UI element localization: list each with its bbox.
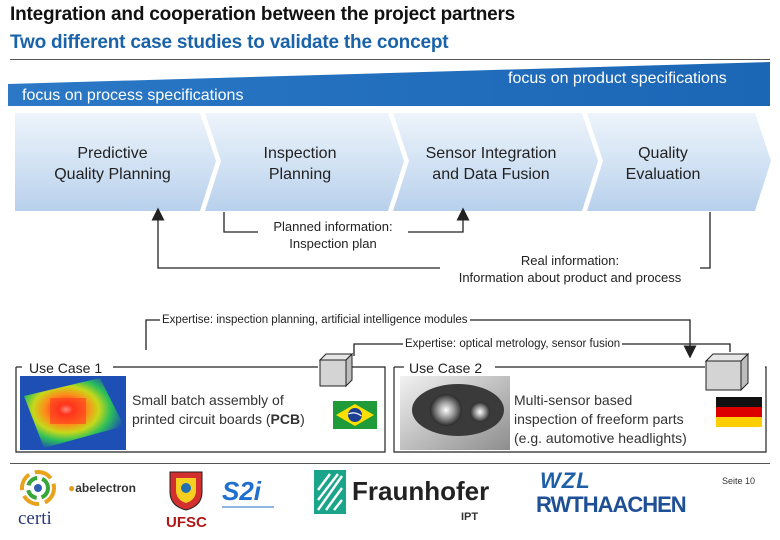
use-case-2-title: Use Case 2 xyxy=(406,360,486,376)
s2i-logo: S2i xyxy=(222,476,262,506)
pcb-thermal-image xyxy=(20,376,126,450)
page-number: Seite 10 xyxy=(722,476,756,486)
real-information-label: Real information:Information about produ… xyxy=(440,252,700,286)
rwth-aachen-logo: RWTHAACHEN xyxy=(536,492,687,517)
expertise-right-label: Expertise: optical metrology, sensor fus… xyxy=(403,338,623,350)
certi-logo-text: certi xyxy=(18,508,52,529)
fraunhofer-logo-text: Fraunhofer xyxy=(352,476,490,506)
page-title: Integration and cooperation between the … xyxy=(10,4,516,25)
use-case-1-description: Small batch assembly of printed circuit … xyxy=(132,392,305,427)
focus-band xyxy=(8,62,770,106)
process-focus-label: focus on process specifications xyxy=(22,87,244,104)
fraunhofer-logo-icon xyxy=(314,470,346,514)
use-case-2-description: Multi-sensor based inspection of freefor… xyxy=(514,392,687,446)
ufsc-logo-text: UFSC xyxy=(166,514,207,531)
expertise-left-label: Expertise: inspection planning, artifici… xyxy=(160,314,470,326)
header-divider xyxy=(10,59,770,60)
germany-flag-icon xyxy=(716,397,762,427)
fraunhofer-ipt-text: IPT xyxy=(461,511,479,523)
certi-logo-icon xyxy=(20,470,56,506)
process-chain xyxy=(15,113,771,211)
page-subtitle: Two different case studies to validate t… xyxy=(10,32,449,53)
chevron-stage-1 xyxy=(15,113,216,211)
sensor-box-icon xyxy=(704,352,750,392)
wzl-logo: WZL xyxy=(540,468,591,493)
product-focus-label: focus on product specifications xyxy=(508,70,727,87)
footer-divider xyxy=(10,463,770,464)
chevron-stage-4 xyxy=(587,113,771,211)
ufsc-crest-icon xyxy=(169,471,203,511)
s2i-underline xyxy=(222,506,274,508)
headlight-image xyxy=(400,376,510,450)
use-case-1-title: Use Case 1 xyxy=(26,360,106,376)
brazil-flag-icon xyxy=(333,401,377,429)
sensor-box-icon xyxy=(318,352,354,388)
chevron-stage-2 xyxy=(205,113,404,211)
chevron-stage-3 xyxy=(393,113,598,211)
planned-information-label: Planned information:Inspection plan xyxy=(258,218,408,252)
abelectron-logo: ●abelectron xyxy=(68,481,136,495)
